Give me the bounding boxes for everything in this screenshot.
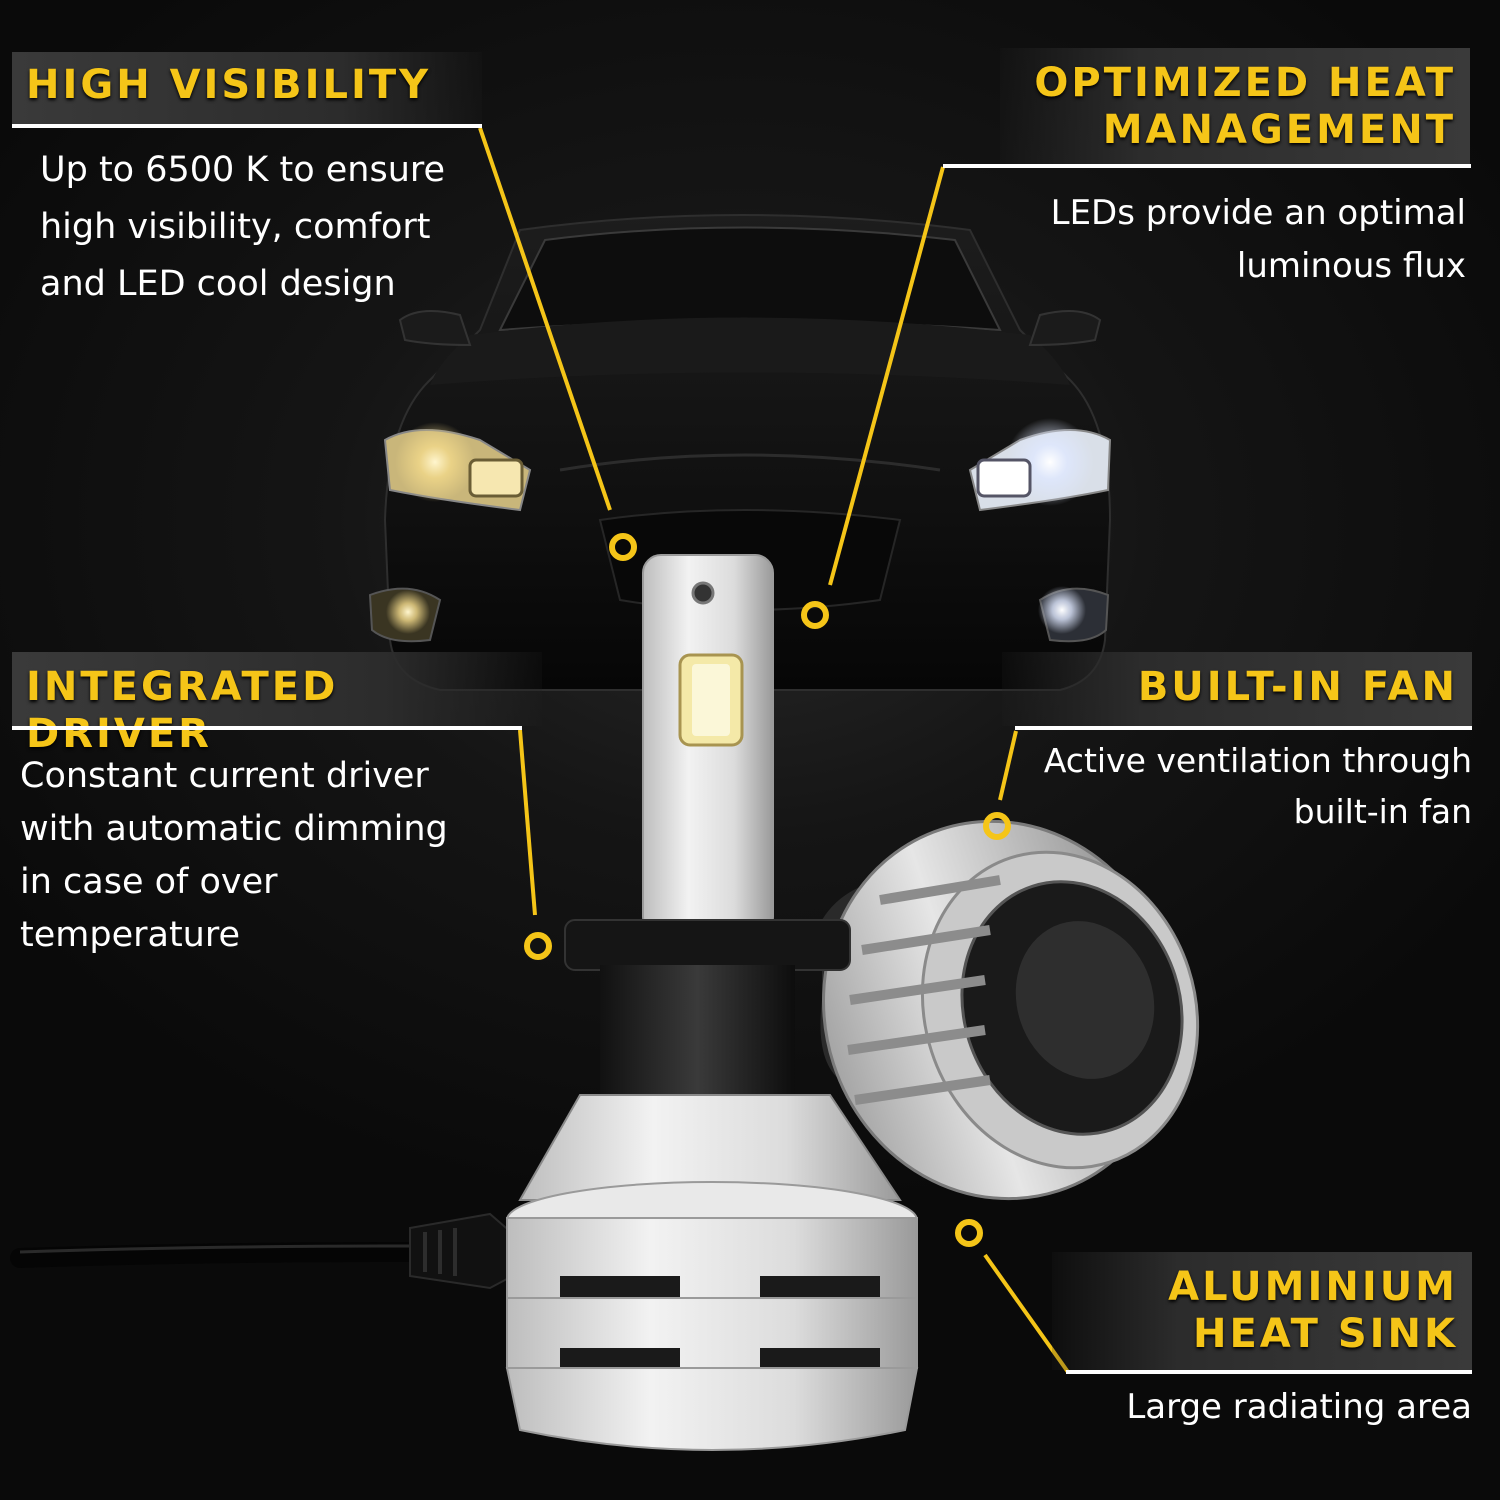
heat-sink-heading-line2: HEAT SINK [1192,1311,1458,1358]
integrated-driver-rule [12,726,522,730]
heat-sink-heading: ALUMINIUM HEAT SINK [1052,1252,1472,1370]
integrated-driver-heading: INTEGRATED DRIVER [12,652,542,757]
high-visibility-rule [12,124,482,128]
built-in-fan-description: Active ventilation through built-in fan [1043,741,1472,831]
heat-sink-heading-line1: ALUMINIUM [1168,1264,1458,1310]
high-visibility-description: Up to 6500 K to ensure high visibility, … [40,150,446,304]
built-in-fan-heading: BUILT-IN FAN [1002,652,1472,726]
heat-sink-rule [1066,1370,1472,1374]
integrated-driver-description: Constant current driver with automatic d… [20,756,448,955]
heat-management-heading: OPTIMIZED HEAT MANAGEMENT [1000,48,1470,164]
power-cable [10,1212,521,1290]
heat-management-heading-line2: MANAGEMENT [1102,107,1456,154]
main-bulb [505,554,919,1451]
second-bulb-fan [820,819,1200,1201]
heat-sink-description: Large radiating area [1126,1387,1472,1427]
heat-management-description: LEDs provide an optimal luminous flux [1050,193,1466,286]
high-visibility-heading: HIGH VISIBILITY [12,52,482,126]
heat-management-rule [943,164,1471,168]
built-in-fan-rule [1015,726,1472,730]
heat-management-heading-line1: OPTIMIZED HEAT [1034,60,1456,106]
